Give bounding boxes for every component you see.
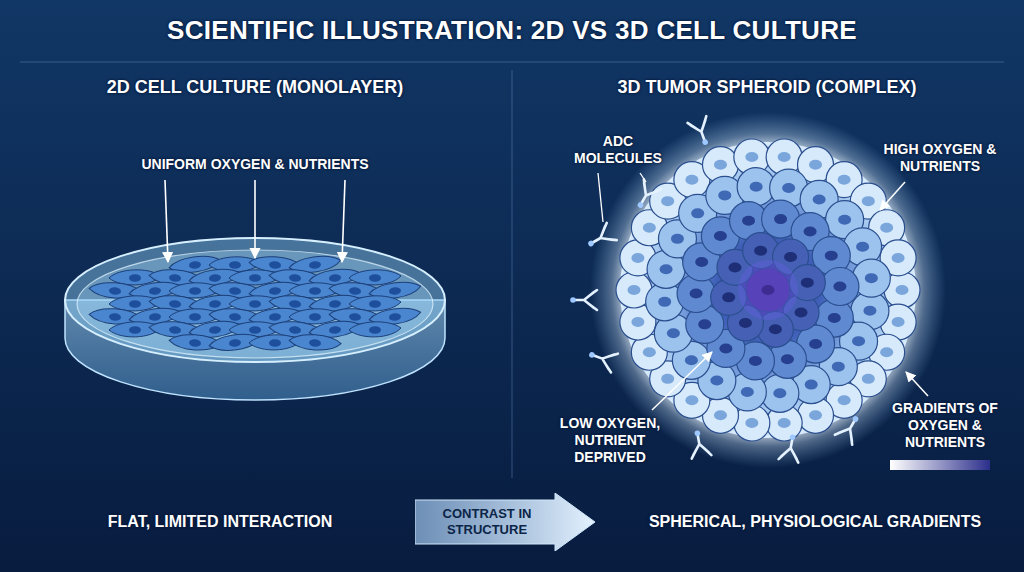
callout-label: UNIFORM OXYGEN & NUTRIENTS [141,156,368,173]
panel-heading: 3D TUMOR SPHEROID (COMPLEX) [617,77,916,99]
callout-label: ADC MOLECULES [568,133,668,167]
gradient-bar [890,460,990,470]
summary-label: SPHERICAL, PHYSIOLOGICAL GRADIENTS [649,512,981,531]
diagram-title: SCIENTIFIC ILLUSTRATION: 2D VS 3D CELL C… [167,15,857,46]
callout-label: GRADIENTS OF OXYGEN & NUTRIENTS [890,400,1000,450]
title-rule [20,62,1004,63]
callout-label: LOW OXYGEN, NUTRIENT DEPRIVED [555,415,665,465]
petri-dish [65,238,445,400]
summary-label: FLAT, LIMITED INTERACTION [108,512,333,531]
contrast-arrow: CONTRAST IN STRUCTURE [415,493,595,551]
flow-arrows [165,180,345,262]
arrow-label: CONTRAST IN STRUCTURE [425,506,549,537]
callout-label: HIGH OXYGEN & NUTRIENTS [880,141,1000,175]
leader-lines [598,173,928,410]
panel-divider [512,70,513,478]
panel-heading: 2D CELL CULTURE (MONOLAYER) [107,77,404,99]
adc-molecules [570,116,865,462]
